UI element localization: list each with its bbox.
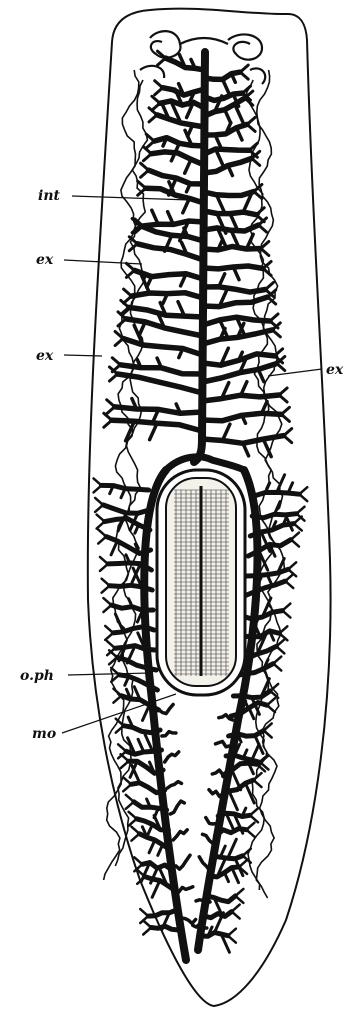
label-mo: mo xyxy=(32,726,56,742)
diverticulum-tip xyxy=(143,921,151,928)
label-ex-right: ex xyxy=(326,362,344,378)
diverticulum-tip xyxy=(140,909,148,916)
label-ex-upper-left: ex xyxy=(36,252,54,268)
label-ex-mid-left: ex xyxy=(36,348,54,364)
diverticulum-tip xyxy=(143,928,151,935)
label-int: int xyxy=(38,188,60,204)
label-o-ph: o.ph xyxy=(20,668,54,684)
pharynx xyxy=(157,470,245,695)
